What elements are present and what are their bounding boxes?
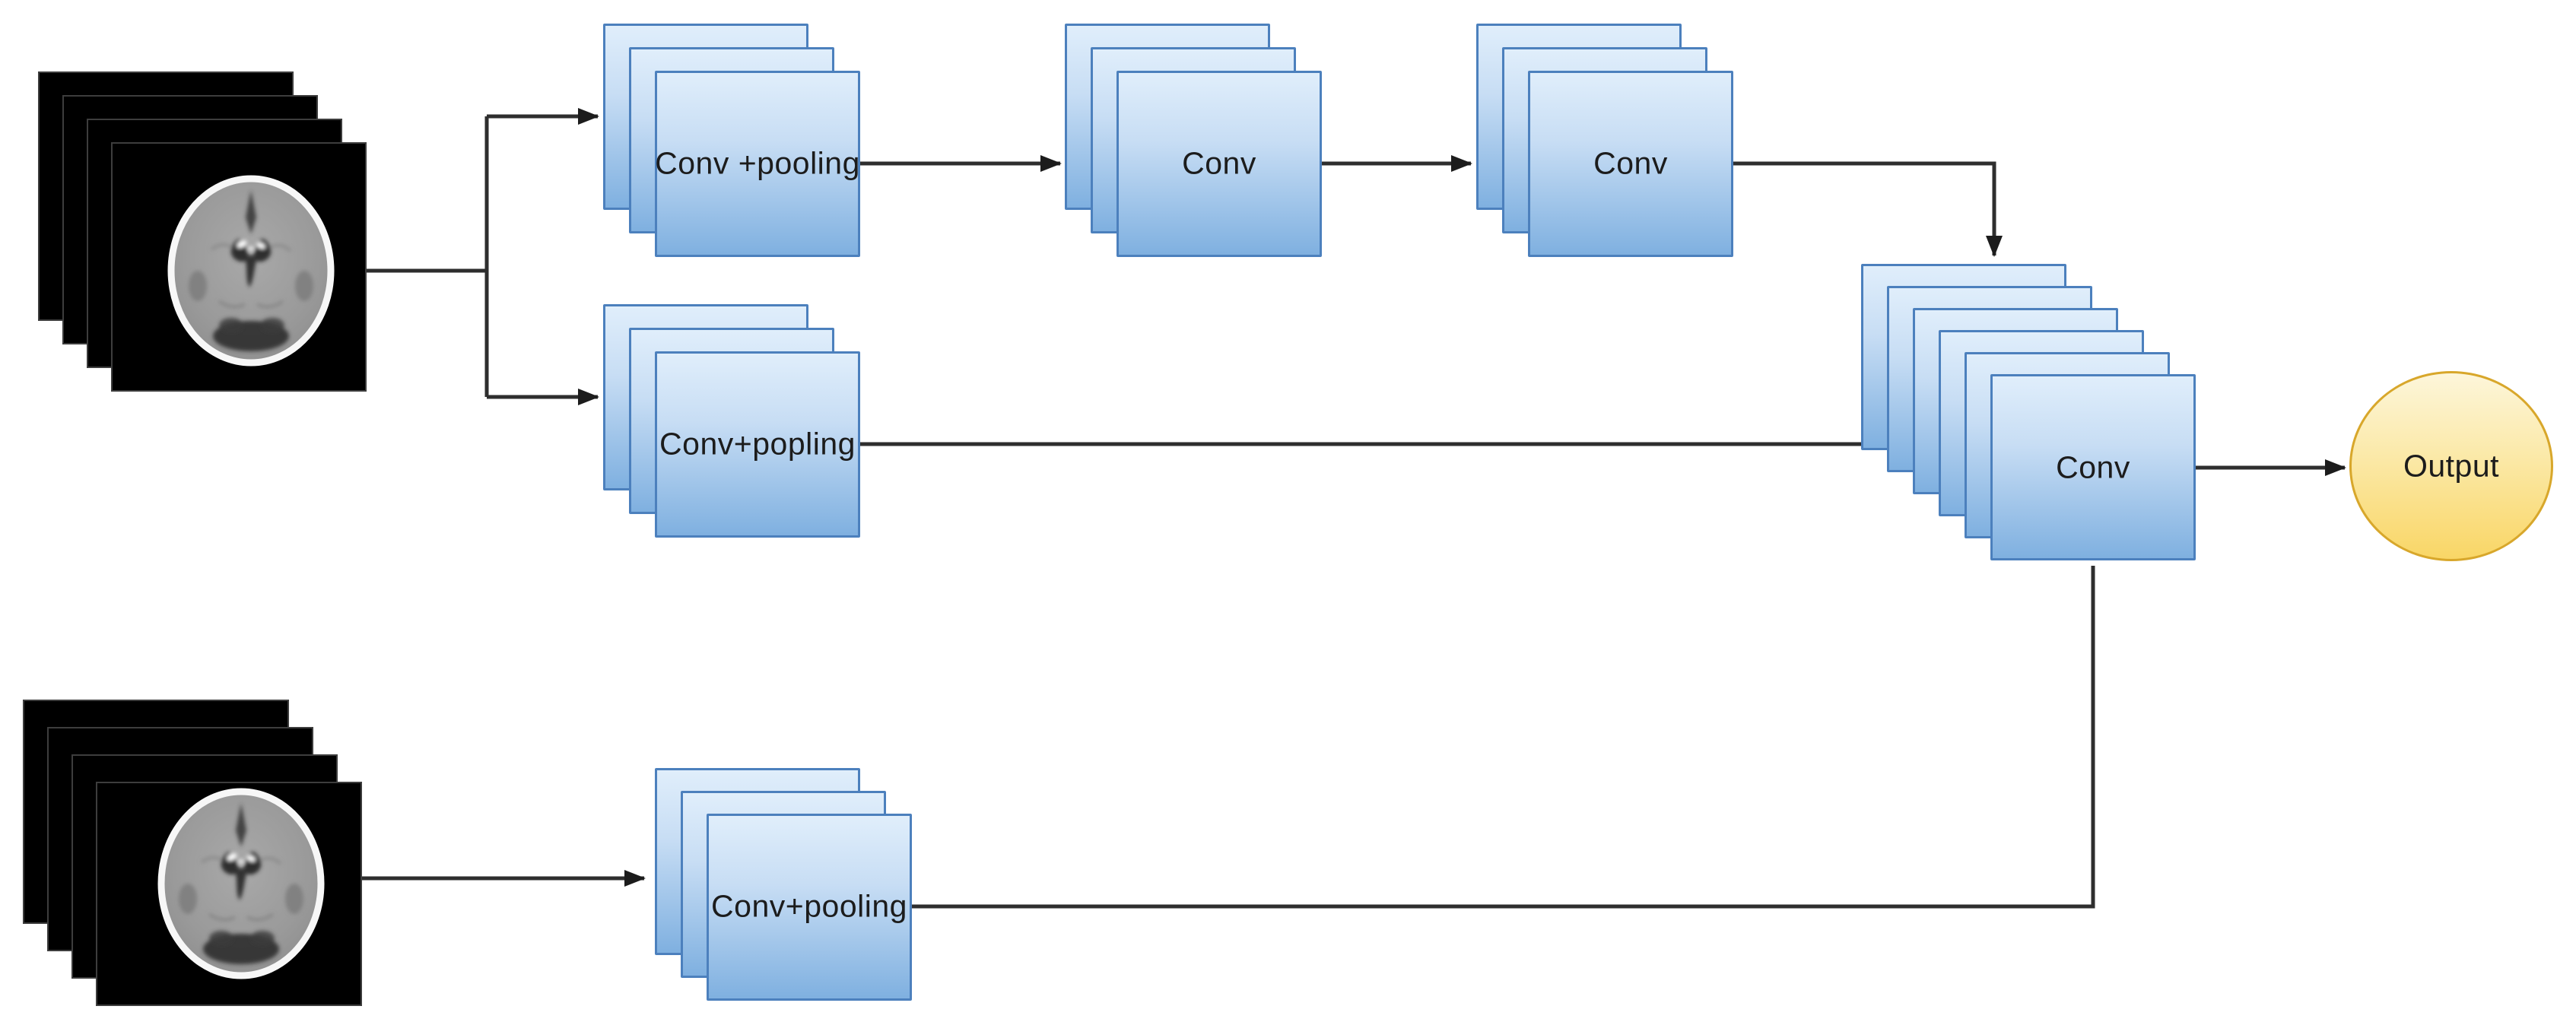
node-label: Conv+popling <box>659 426 856 462</box>
brain-ct-icon <box>166 173 336 368</box>
layer-page <box>655 351 860 538</box>
ct-page <box>96 782 362 1006</box>
layer-page <box>707 814 912 1001</box>
node-label: Conv +pooling <box>655 145 860 181</box>
output-node <box>2349 371 2553 561</box>
wire-conv3-to-merge <box>1733 161 2003 257</box>
node-label: Conv <box>1593 145 1668 181</box>
brain-ct-icon <box>156 786 326 981</box>
ct-page <box>111 142 367 392</box>
node-label: Conv <box>2056 449 2130 485</box>
wire-bottom-to-merge <box>912 566 2095 909</box>
layer-page <box>655 71 860 257</box>
layer-page <box>1528 71 1733 257</box>
node-label: Conv <box>1182 145 1256 181</box>
layer-page <box>1990 374 2196 560</box>
node-label: Conv+pooling <box>711 888 907 924</box>
layer-page <box>1116 71 1322 257</box>
output-label: Output <box>2403 448 2500 484</box>
